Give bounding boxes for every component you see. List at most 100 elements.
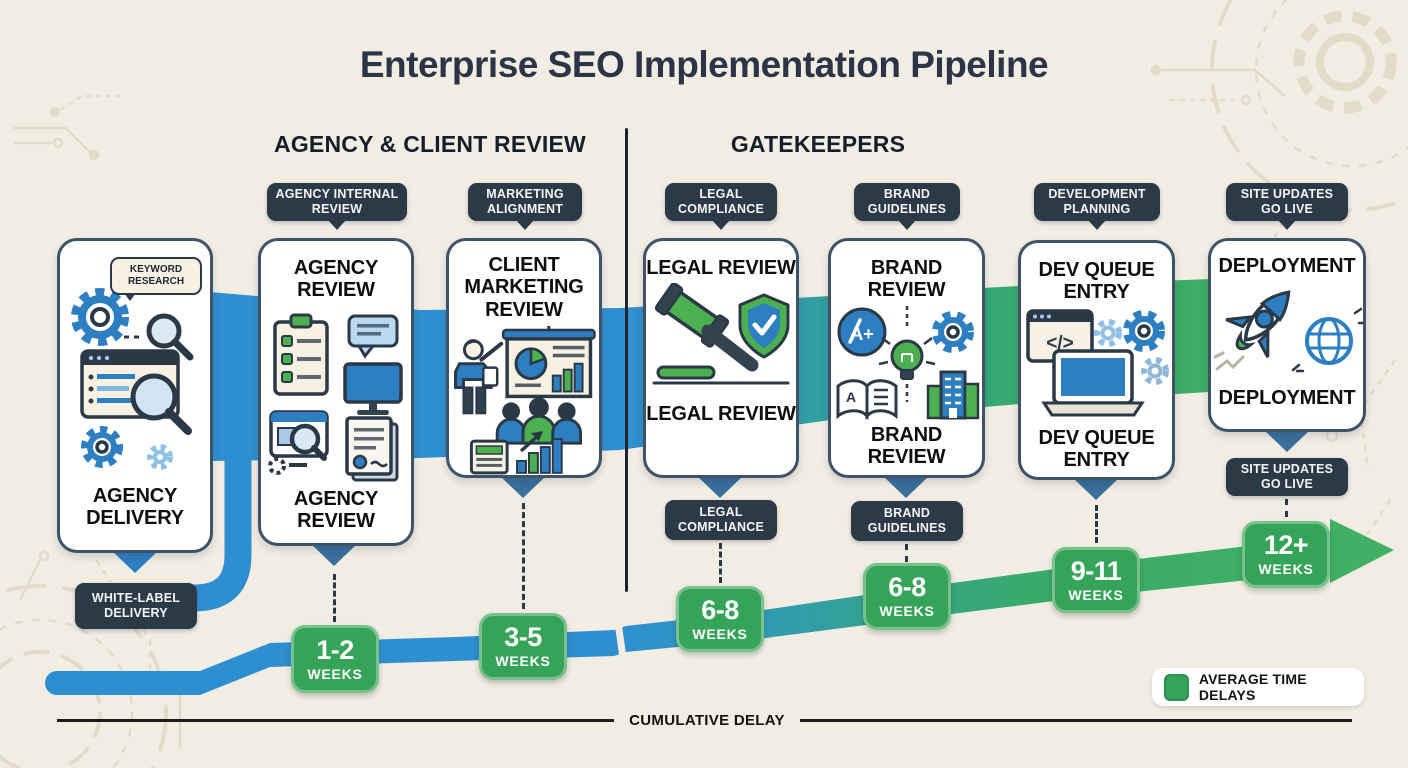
tag-legal-compliance-bottom: LEGAL COMPLIANCE [665, 500, 777, 540]
svg-text:</>: </> [1046, 333, 1073, 354]
stage-card-dev-queue-entry: DEV QUEUE ENTRY </> [1018, 240, 1175, 480]
tag-legal-compliance-top: LEGAL COMPLIANCE [665, 183, 777, 221]
tag-development-planning: DEVELOPMENT PLANNING [1034, 183, 1160, 221]
tag-white-label-delivery: WHITE-LABEL DELIVERY [75, 583, 197, 629]
card-pointer [883, 476, 929, 498]
footer-line-left [57, 719, 614, 722]
rocket-icon [1225, 290, 1291, 359]
footer-line-right [800, 719, 1352, 722]
legend-label: AVERAGE TIME DELAYS [1198, 671, 1307, 703]
shield-check-icon [738, 293, 790, 360]
gear-icon [71, 288, 129, 346]
stage-title-bottom: LEGAL REVIEW [646, 403, 796, 426]
weeks-unit: WEEKS [307, 665, 363, 682]
buildings-icon [926, 370, 979, 420]
document-icon [345, 416, 399, 482]
magnifier-icon [146, 313, 194, 361]
gear-icon [1122, 309, 1165, 352]
gear-icon [1093, 318, 1122, 347]
weeks-unit: WEEKS [879, 603, 935, 619]
stage-card-deployment: DEPLOYMENT DEPLOYMENT [1208, 238, 1366, 432]
keyword-research-bubble: KEYWORD RESEARCH [110, 257, 202, 301]
connector-dashed [522, 503, 525, 609]
svg-text:A+: A+ [850, 324, 874, 344]
laptop-icon [1040, 349, 1145, 417]
brand-logo-icon: A+ [837, 307, 886, 357]
weeks-badge-9-11: 9-11 WEEKS [1052, 547, 1140, 613]
connector-dashed [1285, 499, 1288, 517]
deployment-icon [1213, 290, 1363, 373]
tag-brand-guidelines-top: BRAND GUIDELINES [854, 183, 960, 221]
stage-card-brand-review: BRAND REVIEW A+ [828, 238, 985, 478]
weeks-badge-1-2: 1-2 WEEKS [291, 625, 379, 693]
stage-title: LEGAL REVIEW [646, 257, 796, 279]
gear-icon [931, 310, 974, 353]
weeks-badge-6-8-legal: 6-8 WEEKS [676, 586, 764, 652]
gear-icon [147, 444, 173, 470]
report-icon [469, 439, 509, 475]
audience-icon [495, 397, 583, 445]
section-header-gatekeepers: GATEKEEPERS [730, 131, 906, 157]
weeks-value: 3-5 [504, 622, 542, 652]
smoke-trail [1213, 351, 1245, 371]
agency-review-icon [268, 313, 403, 482]
gavel-icon [652, 283, 790, 385]
stage-card-legal-review: LEGAL REVIEW LEGAL REVIEW [643, 238, 799, 478]
stage-title: CLIENT MARKETING REVIEW [464, 254, 584, 321]
clipboard-icon [273, 313, 329, 396]
footer-label: CUMULATIVE DELAY [629, 712, 785, 729]
card-pointer [1073, 478, 1119, 500]
code-window-icon: </> [1025, 309, 1094, 363]
connector-dashed [719, 543, 722, 583]
development-icon: </> [1025, 309, 1169, 417]
stage-title-bottom: BRAND REVIEW [867, 423, 946, 469]
bar-chart-icon [516, 431, 563, 475]
stage-title: DEV QUEUE ENTRY [1038, 259, 1155, 304]
lightbulb-icon [878, 305, 935, 402]
cumulative-timeline [45, 519, 1394, 695]
legend: AVERAGE TIME DELAYS [1152, 668, 1364, 706]
marketing-presentation-icon [454, 326, 596, 475]
monitor-icon [343, 362, 403, 415]
stage-card-agency-delivery: KEYWORD RESEARCH [57, 238, 213, 553]
weeks-value: 1-2 [316, 634, 354, 665]
stage-card-client-marketing-review: CLIENT MARKETING REVIEW [446, 238, 602, 478]
card-pointer [1264, 430, 1310, 452]
connector-dashed [905, 544, 908, 562]
weeks-badge-6-8-brand: 6-8 WEEKS [863, 563, 951, 630]
weeks-unit: WEEKS [495, 653, 551, 669]
stage-title-bottom: AGENCY REVIEW [293, 487, 379, 533]
open-book-icon: A [836, 379, 897, 420]
weeks-unit: WEEKS [1258, 561, 1314, 577]
weeks-value: 9-11 [1070, 555, 1122, 586]
stage-title: DEPLOYMENT [1218, 255, 1356, 277]
tag-site-updates-go-live-bottom: SITE UPDATES GO LIVE [1226, 458, 1348, 496]
stage-card-agency-review: AGENCY REVIEW [258, 238, 414, 546]
stage-title: AGENCY DELIVERY [86, 485, 184, 530]
weeks-badge-12-plus: 12+ WEEKS [1242, 521, 1330, 588]
card-pointer [311, 544, 357, 566]
card-pointer [697, 476, 743, 498]
page-title: Enterprise SEO Implementation Pipeline [359, 44, 1049, 85]
weeks-badge-3-5: 3-5 WEEKS [479, 613, 567, 680]
brand-icon: A+ A [836, 305, 979, 420]
presentation-board-icon [501, 326, 596, 399]
gear-icon [81, 426, 123, 468]
globe-icon [1291, 308, 1363, 373]
weeks-value: 6-8 [701, 594, 739, 625]
section-header-agency-client-review: AGENCY & CLIENT REVIEW [274, 131, 586, 157]
gear-icon [1140, 356, 1169, 385]
tag-agency-internal-review: AGENCY INTERNAL REVIEW [267, 183, 407, 221]
connector-dashed [333, 574, 336, 622]
chat-bubble-icon [347, 314, 399, 359]
connector-dashed [1095, 505, 1098, 543]
legal-icon [652, 283, 790, 385]
section-divider [625, 128, 628, 592]
tag-marketing-alignment: MARKETING ALIGNMENT [468, 183, 582, 221]
presenter-icon [454, 339, 504, 415]
browser-search-icon [268, 410, 329, 475]
stage-title: AGENCY REVIEW [293, 257, 379, 302]
stage-title-bottom: DEPLOYMENT [1218, 387, 1356, 410]
svg-text:A: A [845, 389, 855, 405]
